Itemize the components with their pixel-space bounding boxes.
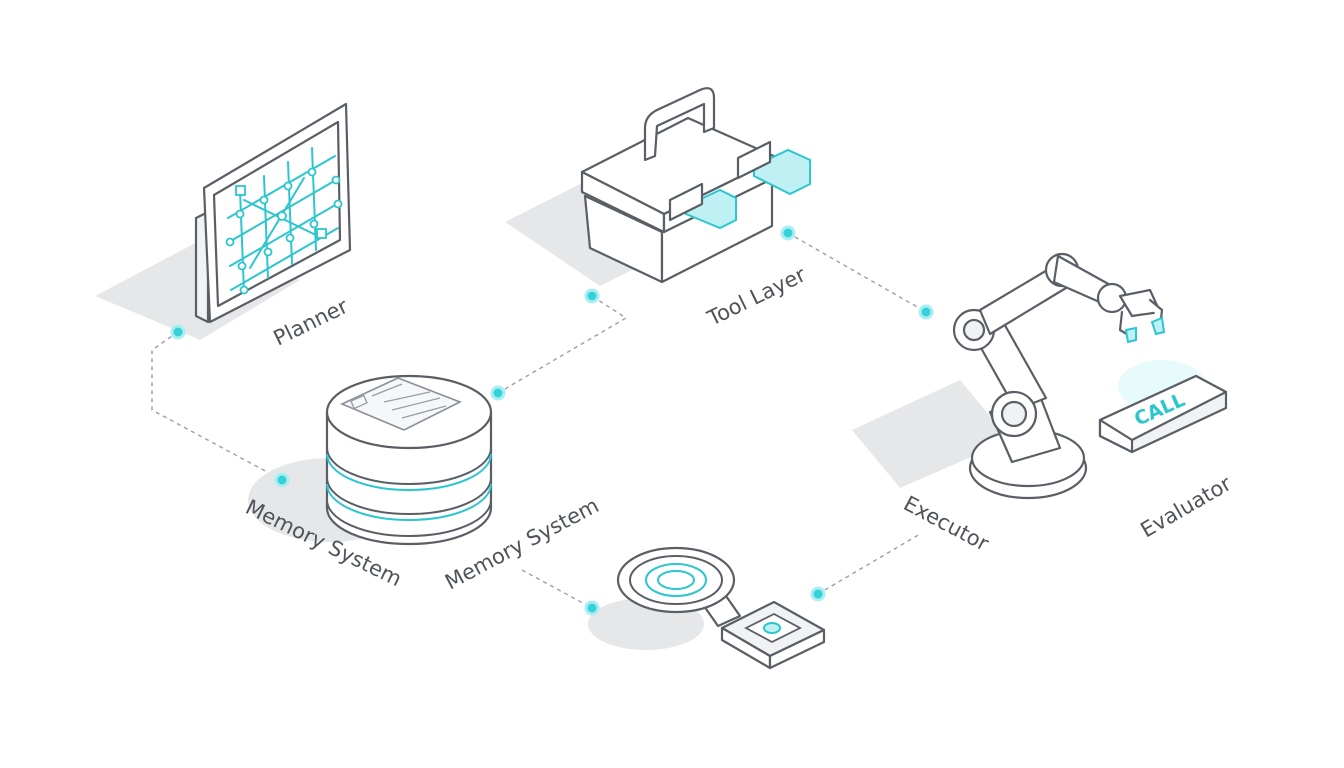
retriever-port-left — [584, 600, 600, 616]
planner-port — [170, 324, 186, 340]
planner-node: Planner — [95, 102, 352, 351]
executor-node: Executor — [852, 252, 1166, 556]
robot-arm-icon — [952, 252, 1166, 500]
tool-port-left — [584, 288, 600, 304]
evaluator-node: CALL Evaluator — [1098, 360, 1236, 542]
connector-planner-memory — [151, 331, 283, 481]
executor-label: Executor — [900, 491, 993, 556]
memory-node: Memory System Memory System — [242, 374, 603, 594]
planner-label: Planner — [270, 294, 352, 351]
connectors — [151, 232, 927, 609]
tool-port-right — [780, 225, 796, 241]
robot-shadow — [852, 380, 1010, 488]
evaluator-label: Evaluator — [1137, 471, 1236, 542]
executor-port — [918, 304, 934, 320]
toolbox-icon — [580, 87, 811, 284]
tool-layer-node: Tool Layer — [505, 87, 811, 331]
connector-memory-tool — [497, 295, 628, 394]
magnifier-key-icon — [616, 546, 826, 670]
retriever-port-right — [810, 586, 826, 602]
connector-retriever-executor — [817, 533, 921, 595]
connector-memory-retriever — [521, 569, 593, 609]
memory-port-left — [274, 472, 290, 488]
memory-port-right — [490, 385, 506, 401]
grid-board-icon — [194, 102, 352, 324]
retriever-node — [584, 546, 826, 670]
connector-tool-executor — [787, 232, 927, 313]
database-stack-icon — [325, 374, 493, 546]
tool-layer-label: Tool Layer — [703, 262, 810, 331]
